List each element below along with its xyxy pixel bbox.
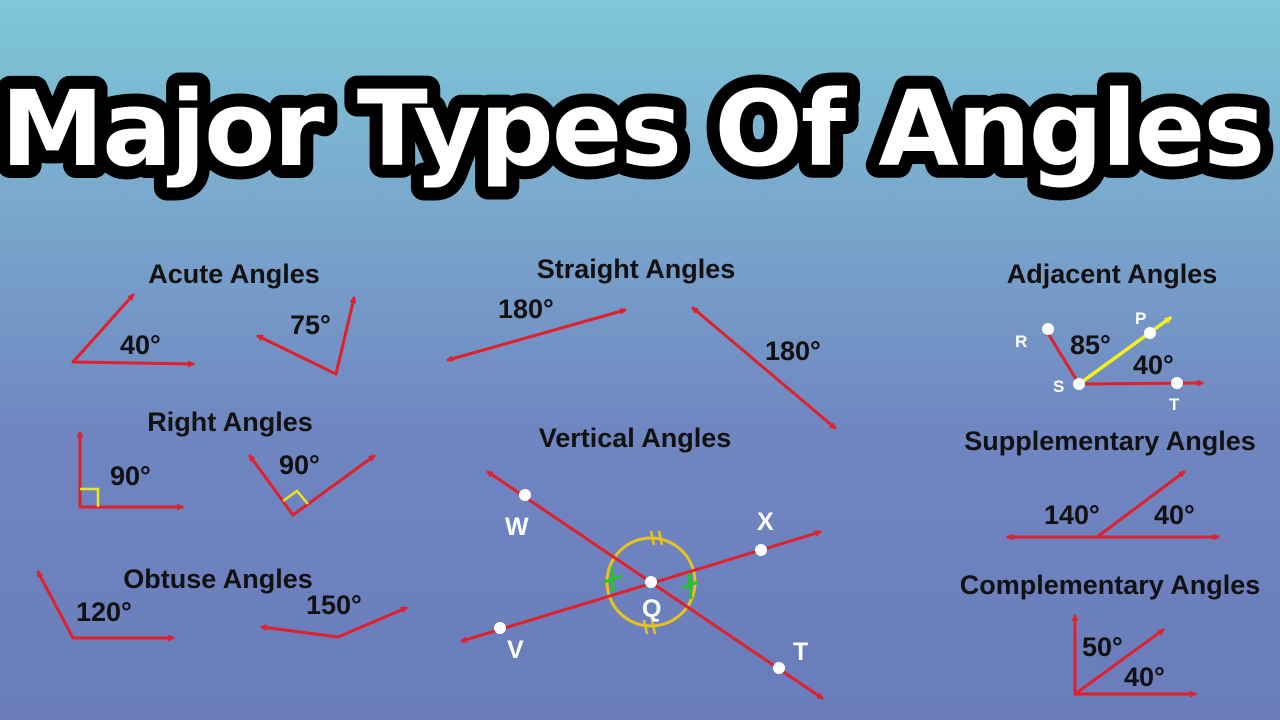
point-w-label: W — [505, 513, 529, 541]
point-q-label: Q — [642, 595, 661, 623]
point-v-dot — [494, 622, 506, 634]
point-t-adjacent-label: T — [1169, 395, 1180, 414]
obtuse-angles-heading: Obtuse Angles — [123, 564, 313, 594]
point-s-dot — [1073, 378, 1085, 390]
complementary-angle-1-label: 50° — [1082, 632, 1123, 662]
obtuse-angle-2-rays — [260, 606, 408, 639]
complementary-middle-ray — [1073, 628, 1165, 696]
point-x-label: X — [757, 508, 774, 536]
vertical-angle-double-ticks-top — [649, 530, 664, 546]
point-p-dot — [1144, 327, 1156, 339]
acute-angle-1-label: 40° — [120, 330, 161, 360]
right-angle-1-square-marker — [80, 487, 100, 507]
straight-angles-heading: Straight Angles — [537, 254, 736, 284]
acute-angles-group: Acute Angles 40° 75° — [71, 259, 354, 376]
acute-angles-heading: Acute Angles — [148, 259, 320, 289]
right-angle-2-rays — [248, 454, 376, 517]
obtuse-angle-2-label: 150° — [306, 590, 362, 620]
straight-angle-2-label: 180° — [765, 336, 821, 366]
point-w-dot — [519, 489, 531, 501]
adjacent-angles-group: Adjacent Angles R P S T 85° 40° — [1007, 259, 1218, 414]
point-r-dot — [1042, 323, 1054, 335]
page-title: Major Types Of Angles — [1, 68, 1264, 190]
point-p-label: P — [1135, 309, 1146, 328]
acute-angle-1-rays — [71, 293, 195, 364]
vertical-angle-double-ticks-bottom — [642, 619, 657, 635]
right-angles-group: Right Angles 90° 90° — [80, 407, 376, 517]
complementary-angles-heading: Complementary Angles — [960, 570, 1261, 600]
vertical-angle-congruence-mark-right — [681, 572, 699, 600]
right-angle-1-rays — [80, 431, 184, 507]
supplementary-angles-heading: Supplementary Angles — [964, 426, 1256, 456]
obtuse-angle-1-rays — [36, 570, 175, 638]
complementary-angle-2-label: 40° — [1124, 662, 1165, 692]
complementary-angles-group: Complementary Angles 50° 40° — [960, 570, 1261, 696]
vertical-angles-group: Vertical Angles W X V T Q — [460, 423, 824, 700]
adjacent-common-ray — [1077, 316, 1172, 386]
point-q-dot — [645, 576, 657, 588]
point-t-adjacent-dot — [1171, 377, 1183, 389]
point-t-dot — [773, 662, 785, 674]
straight-angle-2-line — [691, 306, 837, 430]
straight-angle-1-line — [446, 310, 627, 360]
obtuse-angles-group: Obtuse Angles 120° 150° — [36, 564, 408, 639]
supplementary-angles-group: Supplementary Angles 140° 40° — [964, 426, 1256, 537]
vertical-angles-heading: Vertical Angles — [539, 423, 732, 453]
point-s-label: S — [1053, 377, 1064, 396]
supplementary-angle-2-label: 40° — [1154, 500, 1195, 530]
point-x-dot — [755, 544, 767, 556]
point-v-label: V — [507, 636, 524, 664]
right-angle-2-label: 90° — [279, 450, 320, 480]
adjacent-angles-heading: Adjacent Angles — [1007, 259, 1218, 289]
point-t-label: T — [793, 638, 808, 666]
right-angles-heading: Right Angles — [147, 407, 313, 437]
obtuse-angle-1-label: 120° — [76, 597, 132, 627]
acute-angle-2-rays — [256, 296, 354, 376]
supplementary-ray — [1095, 470, 1186, 539]
vertical-angle-congruence-mark-left — [603, 566, 623, 593]
right-angle-1-label: 90° — [110, 461, 151, 491]
right-angle-2-square-marker — [282, 489, 309, 505]
acute-angle-2-label: 75° — [290, 310, 331, 340]
supplementary-angle-1-label: 140° — [1044, 500, 1100, 530]
point-r-label: R — [1015, 332, 1027, 351]
adjacent-angle-1-label: 85° — [1070, 330, 1111, 360]
straight-angle-1-label: 180° — [498, 294, 554, 324]
straight-angles-group: Straight Angles 180° 180° — [446, 254, 837, 430]
adjacent-angle-2-label: 40° — [1133, 350, 1174, 380]
